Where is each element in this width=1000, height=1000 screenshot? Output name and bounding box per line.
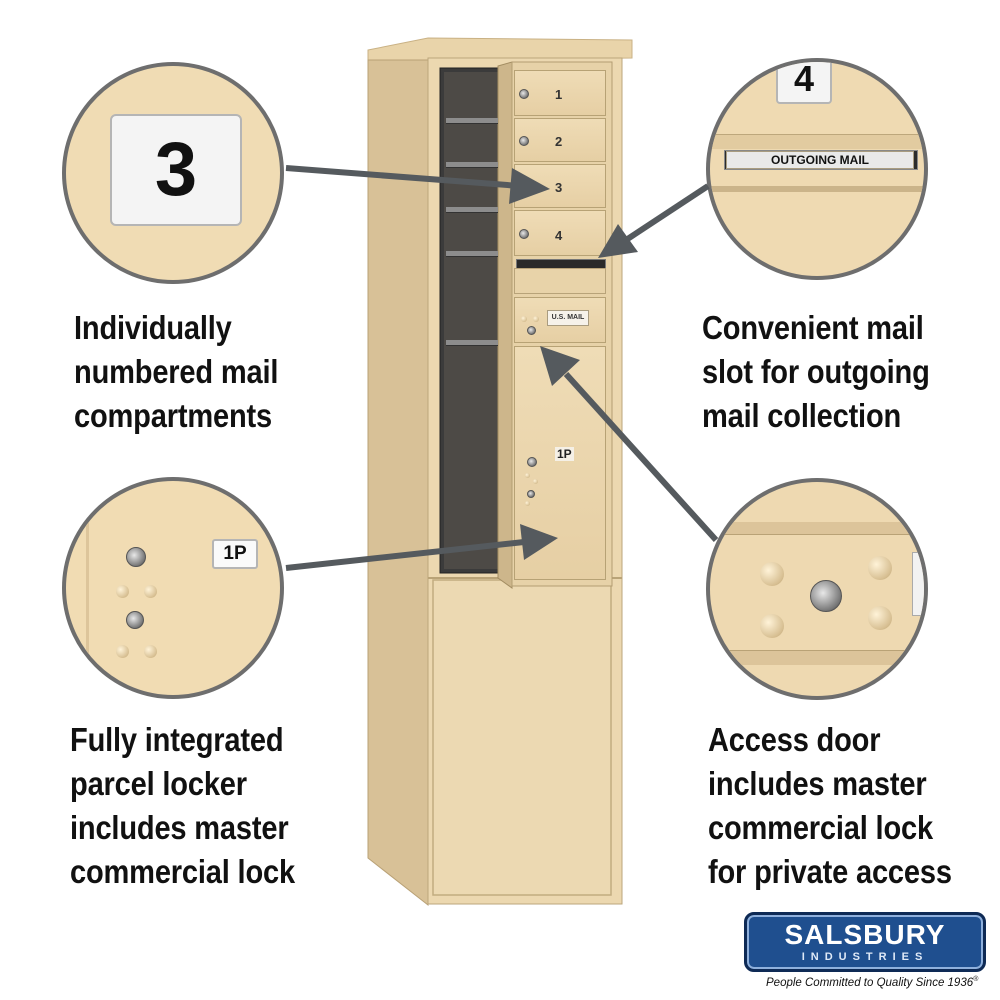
logo-sub: INDUSTRIES: [801, 951, 929, 963]
caption-parcel-locker: Fully integrated parcel locker includes …: [70, 721, 295, 890]
compartment-number: 1: [555, 87, 563, 102]
arrow-head: [509, 168, 550, 204]
rivet: [116, 585, 129, 598]
number-plate: 4: [776, 62, 832, 104]
outgoing-mail-label: OUTGOING MAIL: [726, 151, 914, 169]
rivet: [533, 316, 539, 322]
number-plate: 3: [110, 114, 242, 226]
compartment-number: 4: [555, 228, 563, 243]
caption-outgoing-slot: Convenient mail slot for outgoing mail c…: [702, 309, 930, 434]
rivet: [868, 556, 892, 580]
zoom-parcel-locker: 1P: [62, 477, 284, 699]
slot-panel: [514, 268, 606, 294]
rivet: [144, 585, 157, 598]
lock-icon: [126, 611, 144, 629]
lock-icon: [519, 89, 529, 99]
rivet: [116, 645, 129, 658]
rivet: [525, 473, 530, 478]
lock-icon: [527, 457, 537, 467]
zoom-access-door: [706, 478, 928, 700]
shelf: [446, 251, 498, 257]
logo-name: SALSBURY: [784, 919, 946, 950]
compartment-number: 3: [555, 180, 563, 195]
door-edge: [86, 481, 89, 695]
lock-icon: [527, 326, 536, 335]
rivet: [760, 562, 784, 586]
lock-icon: [527, 490, 535, 498]
lock-icon: [519, 229, 529, 239]
shelf: [446, 340, 498, 346]
compartment-number: 2: [555, 134, 563, 149]
slot-lip: [710, 186, 924, 192]
caption-access-door: Access door includes master commercial l…: [708, 721, 952, 890]
registered-mark: ®: [973, 976, 979, 983]
zoom-compartment-number: 3: [62, 62, 284, 284]
master-lock-icon: [810, 580, 842, 612]
panel-edge: [710, 134, 924, 149]
access-door[interactable]: U.S. MAIL: [514, 297, 606, 343]
us-mail-label: U.S. MAIL: [547, 310, 589, 326]
door-top-edge: [710, 522, 924, 535]
parcel-label: 1P: [555, 447, 574, 461]
rivet: [868, 606, 892, 630]
shelf: [446, 162, 498, 168]
compartment-door-1[interactable]: 1: [514, 70, 606, 116]
door-bottom-edge: [710, 650, 924, 665]
rivet: [144, 645, 157, 658]
rivet: [521, 316, 527, 322]
caption-numbered-compartments: Individually numbered mail compartments: [74, 309, 279, 434]
rivet: [525, 501, 530, 506]
compartment-door-2[interactable]: 2: [514, 118, 606, 162]
lock-icon: [126, 547, 146, 567]
lock-icon: [519, 136, 529, 146]
salsbury-logo: SALSBURY INDUSTRIES: [744, 912, 986, 972]
label-edge: [912, 552, 924, 616]
zoom-outgoing-mail-slot: 4 OUTGOING MAIL: [706, 58, 928, 280]
rivet: [533, 479, 538, 484]
shelf: [446, 207, 498, 213]
rivet: [760, 614, 784, 638]
compartment-door-4[interactable]: 4: [514, 210, 606, 256]
parcel-label: 1P: [212, 539, 258, 569]
tagline-text: People Committed to Quality Since 1936: [766, 976, 974, 989]
tagline: People Committed to Quality Since 1936®: [766, 976, 978, 989]
shelf: [446, 118, 498, 124]
